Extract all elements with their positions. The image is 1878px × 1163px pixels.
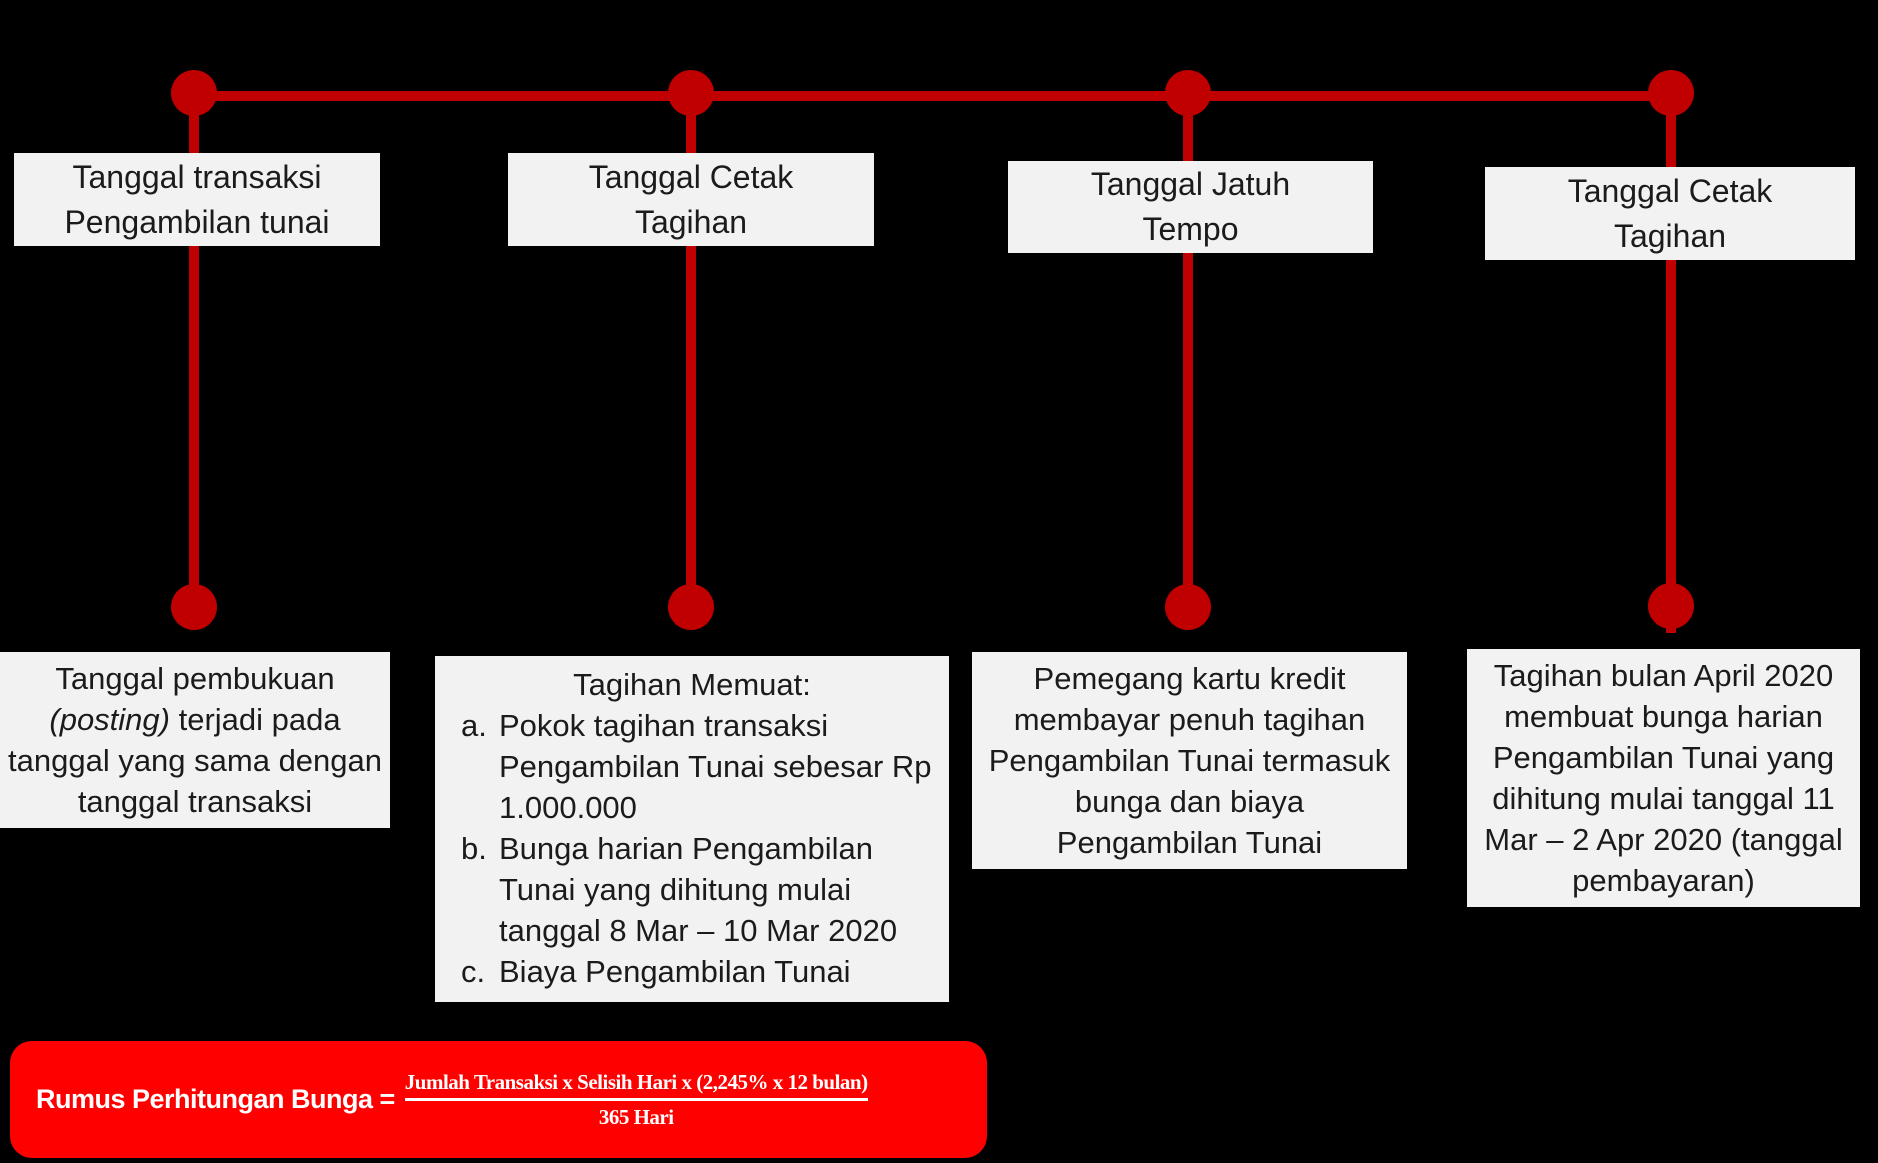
timeline-node-bottom-3 bbox=[1165, 584, 1211, 630]
timeline-node-top-2 bbox=[668, 70, 714, 116]
event-box-due-date: Tanggal Jatuh Tempo bbox=[1008, 161, 1373, 253]
timeline-node-bottom-2 bbox=[668, 584, 714, 630]
billing-contents-item-a: a. Pokok tagihan transaksi Pengambilan T… bbox=[445, 705, 939, 828]
description-box-posting-date-text: Tanggal pembukuan (posting) terjadi pada… bbox=[8, 658, 382, 822]
timeline-node-bottom-4 bbox=[1648, 583, 1694, 629]
list-text-b: Bunga harian Pengambilan Tunai yang dihi… bbox=[499, 831, 898, 948]
event-box-statement-print-date-1-label: Tanggal Cetak Tagihan bbox=[588, 158, 794, 240]
connector-line-3 bbox=[1183, 93, 1193, 607]
formula-numerator: Jumlah Transaksi x Selisih Hari x (2,245… bbox=[404, 1070, 868, 1094]
event-box-statement-print-date-1: Tanggal Cetak Tagihan bbox=[508, 153, 874, 246]
connector-line-4 bbox=[1666, 93, 1676, 633]
description-box-full-payment-text: Pemegang kartu kredit membayar penuh tag… bbox=[988, 661, 1391, 860]
list-marker-a: a. bbox=[461, 708, 487, 743]
description-box-full-payment: Pemegang kartu kredit membayar penuh tag… bbox=[972, 652, 1407, 869]
posting-text-pre: Tanggal pembukuan bbox=[55, 661, 335, 696]
interest-formula-fraction: Jumlah Transaksi x Selisih Hari x (2,245… bbox=[404, 1068, 868, 1131]
timeline-node-bottom-1 bbox=[171, 584, 217, 630]
description-box-billing-contents: Tagihan Memuat: a. Pokok tagihan transak… bbox=[435, 656, 949, 1002]
billing-contents-item-b: b. Bunga harian Pengambilan Tunai yang d… bbox=[445, 828, 939, 951]
list-text-a: Pokok tagihan transaksi Pengambilan Tuna… bbox=[499, 708, 932, 825]
description-box-posting-date: Tanggal pembukuan (posting) terjadi pada… bbox=[0, 652, 390, 828]
description-box-april-statement: Tagihan bulan April 2020 membuat bunga h… bbox=[1467, 649, 1860, 907]
event-box-transaction-date: Tanggal transaksi Pengambilan tunai bbox=[14, 153, 380, 246]
connector-line-2 bbox=[686, 93, 696, 607]
timeline-node-top-3 bbox=[1165, 70, 1211, 116]
posting-text-italic: (posting) bbox=[49, 702, 170, 737]
event-box-due-date-label: Tanggal Jatuh Tempo bbox=[1090, 166, 1291, 247]
event-box-statement-print-date-2-label: Tanggal Cetak Tagihan bbox=[1567, 172, 1773, 254]
list-marker-b: b. bbox=[461, 831, 487, 866]
description-box-april-statement-text: Tagihan bulan April 2020 membuat bunga h… bbox=[1484, 658, 1843, 898]
posting-text-post: terjadi pada tanggal yang sama dengan ta… bbox=[8, 702, 383, 819]
event-box-transaction-date-label: Tanggal transaksi Pengambilan tunai bbox=[64, 158, 330, 240]
connector-line-1 bbox=[189, 93, 199, 607]
billing-contents-item-c: c. Biaya Pengambilan Tunai bbox=[445, 951, 939, 992]
fraction-bar bbox=[404, 1098, 868, 1101]
billing-contents-title: Tagihan Memuat: bbox=[573, 667, 811, 702]
list-marker-c: c. bbox=[461, 954, 486, 989]
list-text-c: Biaya Pengambilan Tunai bbox=[499, 954, 851, 989]
timeline-node-top-1 bbox=[171, 70, 217, 116]
interest-formula-box: Rumus Perhitungan Bunga = Jumlah Transak… bbox=[10, 1041, 987, 1158]
formula-denominator: 365 Hari bbox=[598, 1105, 674, 1129]
interest-formula-label: Rumus Perhitungan Bunga = bbox=[36, 1084, 395, 1114]
event-box-statement-print-date-2: Tanggal Cetak Tagihan bbox=[1485, 167, 1855, 260]
timeline-axis bbox=[194, 91, 1671, 101]
timeline-node-top-4 bbox=[1648, 70, 1694, 116]
